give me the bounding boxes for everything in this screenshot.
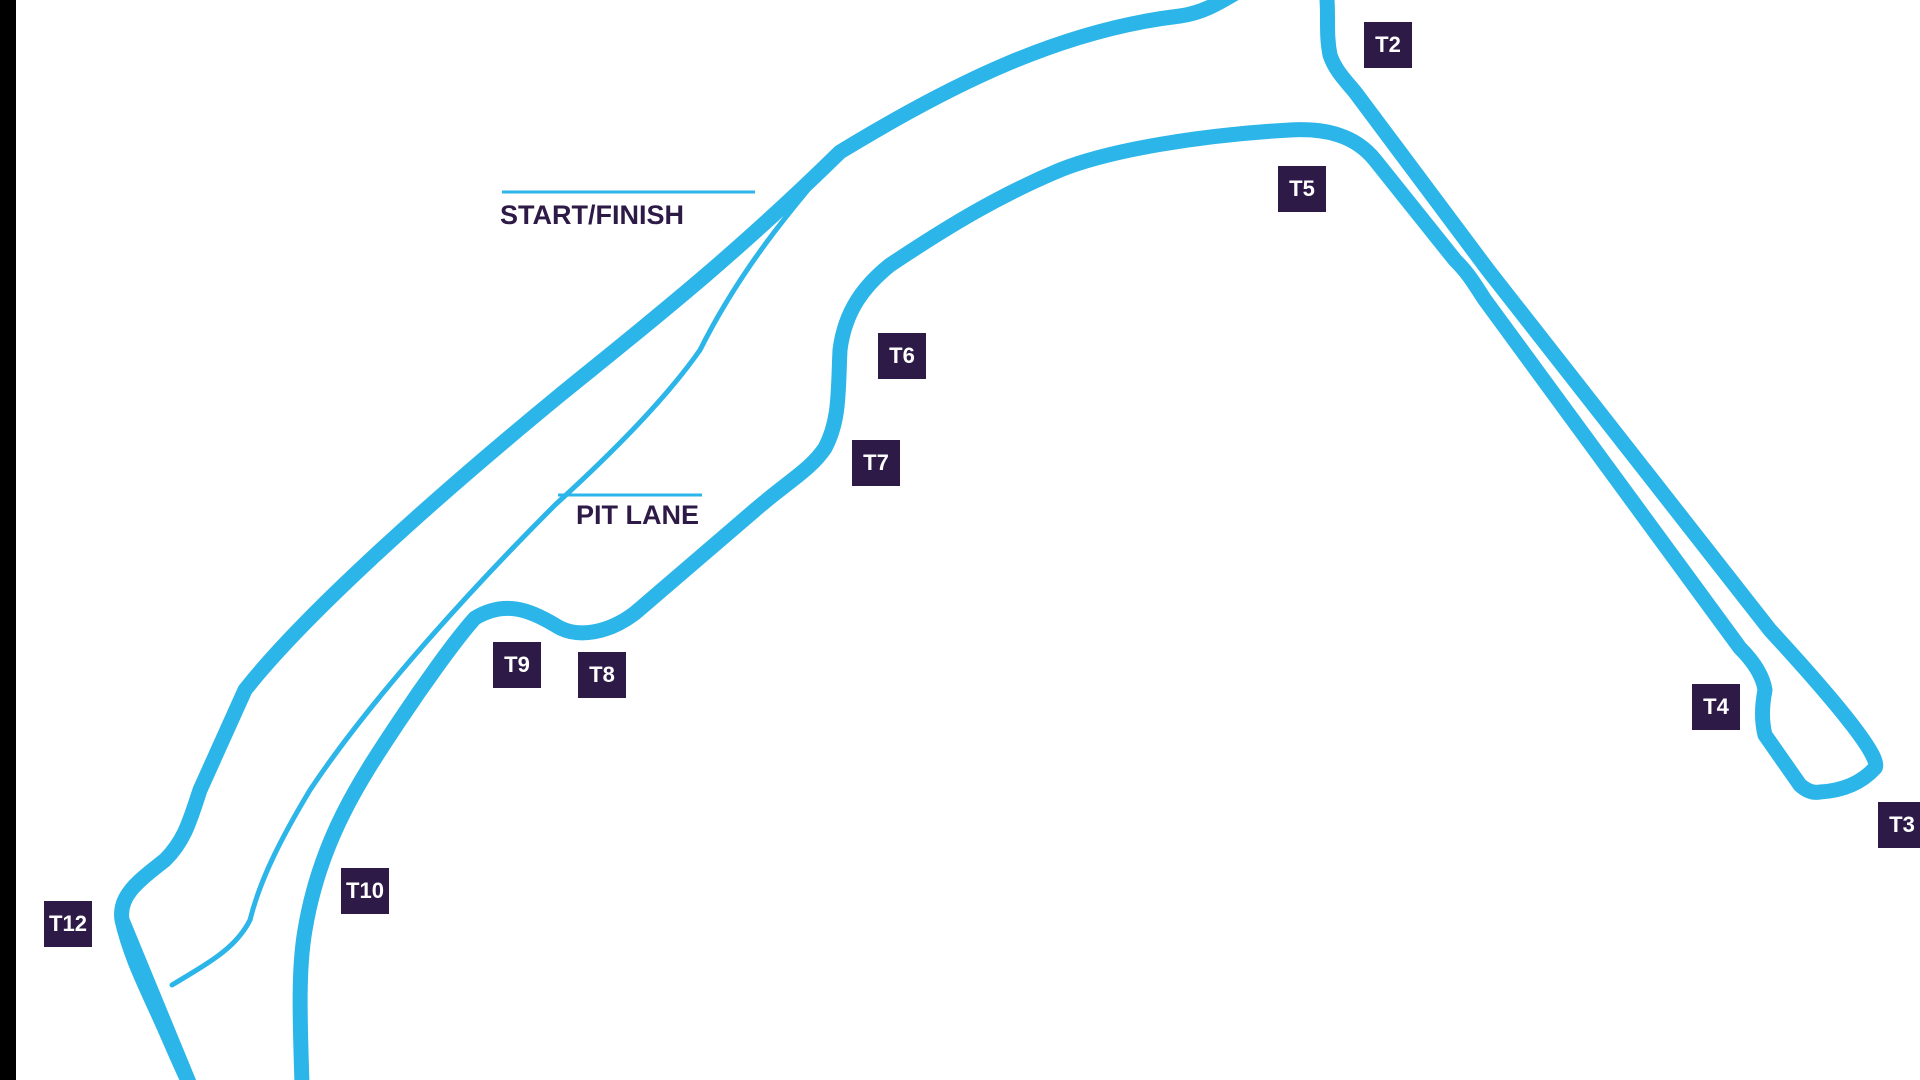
pit-lane-path: [169, 149, 843, 988]
left-edge-bar: [0, 0, 16, 1080]
turn-marker-t8: T8: [578, 652, 626, 698]
pit-lane-label: PIT LANE: [576, 500, 700, 530]
turn-marker-t2: T2: [1364, 22, 1412, 68]
start-finish-label: START/FINISH: [500, 200, 684, 230]
turn-marker-t9: T9: [493, 642, 541, 688]
turn-marker-t4: T4: [1692, 684, 1740, 730]
turn-marker-t10: T10: [341, 868, 389, 914]
turn-marker-t5: T5: [1278, 166, 1326, 212]
turn-marker-t3: T3: [1878, 802, 1920, 848]
turn-marker-t6: T6: [878, 333, 926, 379]
track-outline: [114, 0, 1884, 1080]
turn-marker-t12: T12: [44, 901, 92, 947]
turn-marker-t7: T7: [852, 440, 900, 486]
